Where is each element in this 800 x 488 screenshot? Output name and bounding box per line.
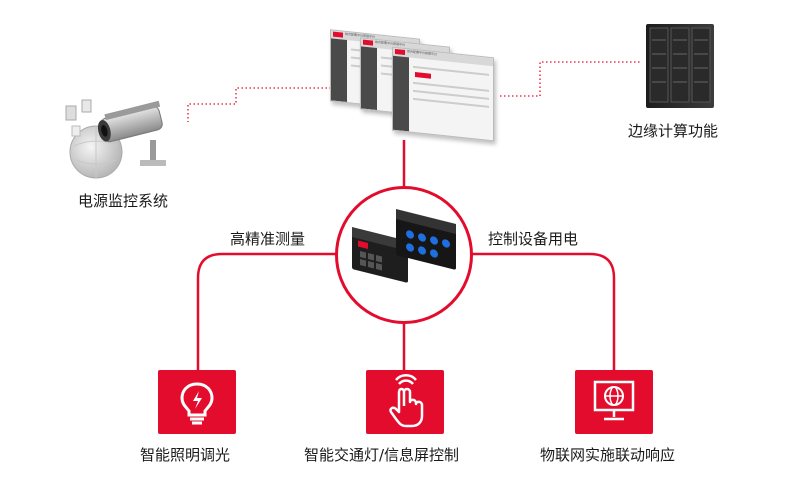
screen-3: 综合配置平台管理平台 (392, 46, 494, 142)
touch-hand-icon (389, 374, 424, 428)
label-smart-lighting: 智能照明调光 (140, 446, 231, 464)
label-power-monitoring: 电源监控系统 (78, 192, 169, 210)
dotted-link-camera (187, 87, 335, 122)
label-high-precision: 高精准测量 (230, 230, 306, 248)
link-hub-left (196, 252, 337, 370)
traffic-signal-tile (366, 370, 444, 434)
globe-monitor-icon (593, 380, 635, 421)
server-rack-icon (646, 24, 714, 108)
label-control-power: 控制设备用电 (488, 230, 579, 248)
central-hub (335, 186, 473, 324)
link-hub-right (471, 252, 616, 370)
platform-screens: 综合配置平台管理平台 综合配置平台管理平台 综合配置平台管理平台 (330, 29, 500, 142)
iot-response-tile (575, 370, 653, 434)
lightbulb-icon (180, 382, 214, 425)
label-edge-computing: 边缘计算功能 (628, 122, 719, 140)
surveillance-camera-icon (65, 99, 166, 179)
label-iot-response: 物联网实施联动响应 (540, 446, 676, 464)
dotted-link-server (500, 61, 640, 97)
smart-lighting-tile (158, 370, 236, 434)
power-controller-device (352, 209, 456, 283)
label-traffic-signal: 智能交通灯/信息屏控制 (304, 446, 460, 464)
